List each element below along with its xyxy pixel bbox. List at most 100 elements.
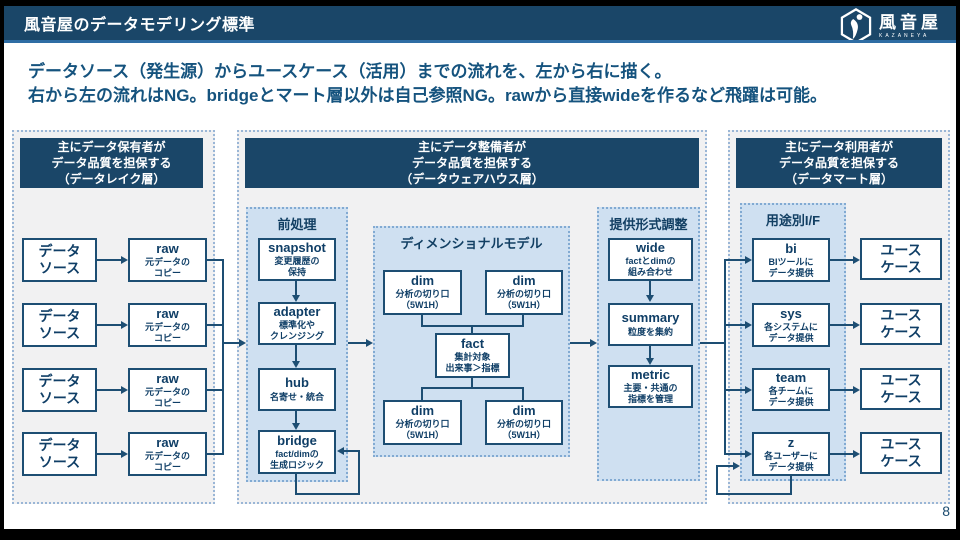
node-usecase-3: ユース ケース: [860, 368, 942, 410]
node-title: dim: [410, 403, 435, 419]
node-title: ユース ケース: [880, 435, 922, 470]
node-title: team: [775, 370, 807, 386]
node-title: sys: [780, 305, 802, 321]
node-subtitle: 分析の切り口 （5W1H）: [496, 419, 551, 441]
node-title: adapter: [273, 304, 321, 320]
node-title: データ ソース: [38, 242, 81, 277]
node-title: z: [787, 434, 795, 450]
node-title: dim: [410, 273, 435, 289]
flow-line: [724, 324, 745, 326]
flow-line: [207, 324, 224, 326]
node-subtitle: 分析の切り口 （5W1H）: [496, 289, 551, 311]
tree-line: [421, 388, 423, 401]
node-subtitle: 変更履歴の 保持: [274, 256, 320, 278]
lake-section-header: 主にデータ保有者が データ品質を担保する （データレイク層）: [20, 138, 203, 188]
arrow-right-icon: [121, 321, 128, 329]
mart-loop-line: [790, 476, 792, 495]
flow-line: [348, 342, 366, 344]
node-title: raw: [156, 434, 179, 450]
node-title: wide: [636, 240, 665, 256]
node-subtitle: 元データの コピー: [144, 386, 190, 408]
dwh-section-header: 主にデータ整備者が データ品質を担保する （データウェアハウス層）: [245, 138, 699, 188]
flow-branch-line: [724, 259, 726, 455]
dimensional-panel-title: ディメンショナルモデル: [400, 236, 543, 251]
subtitle-line2: 右から左の流れはNG。bridgeとマート層以外は自己参照NG。rawから直接w…: [28, 86, 828, 105]
node-title: データ ソース: [38, 307, 81, 342]
node-title: raw: [156, 305, 179, 321]
node-title: fact: [460, 336, 485, 352]
node-title: summary: [621, 310, 680, 326]
node-data-source-3: データ ソース: [22, 368, 97, 412]
arrow-down-icon: [646, 358, 654, 365]
flow-line: [830, 453, 853, 455]
bridge-loop-line: [344, 450, 360, 452]
arrow-right-icon: [853, 256, 860, 264]
node-subtitle: BIツールに データ提供: [768, 256, 814, 278]
node-title: raw: [156, 370, 179, 386]
node-subtitle: 各システムに データ提供: [764, 321, 818, 343]
node-usecase-2: ユース ケース: [860, 303, 942, 345]
header-bar: 風音屋のデータモデリング標準 風音屋 KAZANEYA: [4, 6, 956, 44]
arrow-right-icon: [745, 321, 752, 329]
flow-line: [207, 389, 224, 391]
arrow-down-icon: [646, 295, 654, 302]
arrow-down-icon: [292, 361, 300, 368]
node-data-source-2: データ ソース: [22, 303, 97, 347]
mart-loop-line: [716, 493, 792, 495]
tree-line: [471, 326, 473, 334]
node-title: metric: [630, 367, 671, 383]
arrow-right-icon: [853, 450, 860, 458]
flow-line: [97, 324, 121, 326]
node-title: dim: [512, 273, 536, 289]
node-title: bridge: [277, 432, 317, 448]
flow-line: [649, 346, 651, 359]
node-subtitle: 主要・共通の 指標を管理: [623, 383, 678, 405]
flow-line: [207, 259, 224, 261]
node-title: raw: [156, 240, 179, 256]
page-number: 8: [942, 503, 950, 519]
node-data-source-1: データ ソース: [22, 238, 97, 282]
arrow-right-icon: [745, 450, 752, 458]
delivery-panel-title: 提供形式調整: [609, 217, 688, 232]
node-title: データ ソース: [38, 436, 81, 471]
flow-line: [97, 259, 121, 261]
flow-line: [724, 389, 745, 391]
node-subtitle: 元データの コピー: [144, 256, 190, 278]
header-accent-line: [4, 40, 956, 43]
arrow-right-icon: [745, 386, 752, 394]
node-title: dim: [512, 403, 536, 419]
arrow-left-icon: [337, 447, 344, 455]
node-usecase-1: ユース ケース: [860, 238, 942, 280]
node-subtitle: 分析の切り口 （5W1H）: [395, 289, 450, 311]
node-subtitle: 名寄せ・統合: [269, 391, 324, 402]
tree-line: [421, 387, 524, 389]
flow-line: [295, 345, 297, 361]
mart-loop-line: [716, 465, 718, 495]
bridge-loop-line: [358, 451, 360, 495]
flow-line: [830, 389, 853, 391]
tree-line: [471, 378, 473, 389]
bridge-loop-line: [295, 474, 297, 495]
node-subtitle: factとdimの 組み合わせ: [625, 256, 676, 278]
slide-subtitle: データソース（発生源）からユースケース（活用）までの流れを、左から右に描く。 右…: [28, 60, 940, 108]
arrow-down-icon: [292, 295, 300, 302]
tree-line: [522, 388, 524, 401]
node-subtitle: 各ユーザーに データ提供: [764, 450, 818, 472]
node-usecase-4: ユース ケース: [860, 432, 942, 474]
flow-line: [570, 342, 590, 344]
flow-line: [830, 259, 853, 261]
arrow-right-icon: [121, 256, 128, 264]
